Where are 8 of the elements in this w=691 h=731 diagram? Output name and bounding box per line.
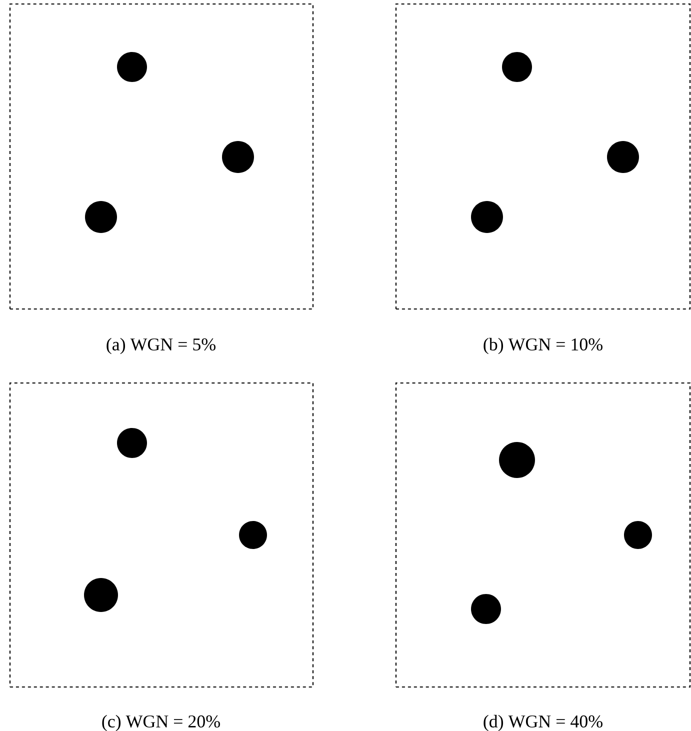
dashed-frame bbox=[395, 382, 691, 688]
dashed-frame bbox=[395, 3, 691, 310]
caption: (d) WGN = 40% bbox=[484, 714, 602, 731]
caption: (a) WGN = 5% bbox=[106, 338, 216, 354]
caption: (b) WGN = 10% bbox=[484, 338, 602, 354]
dashed-frame bbox=[9, 3, 314, 310]
dashed-frame bbox=[9, 382, 314, 688]
caption: (c) WGN = 20% bbox=[102, 714, 220, 731]
